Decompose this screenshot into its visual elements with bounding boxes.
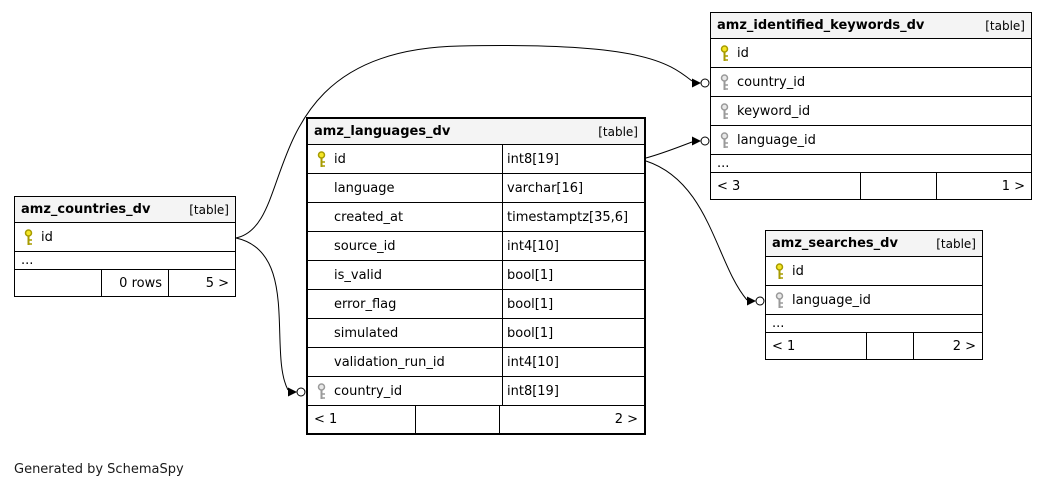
column-name: is_valid [334,267,383,283]
column-row[interactable]: is_valid bool[1] [308,261,644,290]
foreign-key-cell [308,382,334,400]
table-type-tag: [table] [936,236,976,251]
foreign-key-cell [711,73,737,91]
table-type-tag: [table] [985,18,1025,33]
column-row[interactable]: id [15,223,235,252]
footer-parents-count [15,270,102,296]
table-footer: < 1 2 > [308,406,644,433]
column-row[interactable]: language_id [766,286,982,315]
footer-parents-count: < 1 [766,333,867,359]
column-name: id [792,263,804,279]
footer-parents-count: < 1 [308,406,416,433]
hidden-columns-ellipsis: ... [711,155,1031,173]
column-row[interactable]: language_id [711,126,1031,155]
column-row[interactable]: simulated bool[1] [308,319,644,348]
column-type: int4[10] [502,348,644,376]
column-row[interactable]: id [766,257,982,286]
column-row[interactable]: language varchar[16] [308,174,644,203]
hidden-columns-ellipsis: ... [15,252,235,270]
foreign-key-icon [720,102,728,119]
footer-rows-count [861,173,937,199]
relationship-edge-countries-languages [235,237,306,397]
foreign-key-icon [720,73,728,90]
column-type: bool[1] [502,261,644,289]
footer-rows-count [867,333,914,359]
entity-amz-countries-dv[interactable]: amz_countries_dv [table] id...0 rows 5 > [14,196,236,297]
column-name: id [334,151,346,167]
column-row[interactable]: id [711,39,1031,68]
column-row[interactable]: validation_run_id int4[10] [308,348,644,377]
table-footer: < 3 1 > [711,173,1031,199]
entity-amz-identified-keywords-dv[interactable]: amz_identified_keywords_dv [table] id count… [710,12,1032,200]
generator-note: Generated by SchemaSpy [14,462,184,477]
column-type: int4[10] [502,232,644,260]
column-row[interactable]: country_id [711,68,1031,97]
column-name: id [737,45,749,61]
footer-rows-count [416,406,500,433]
column-name: source_id [334,238,396,254]
column-row[interactable]: id int8[19] [308,145,644,174]
primary-key-icon [775,262,783,279]
column-type: bool[1] [502,290,644,318]
column-name: country_id [334,383,403,399]
table-name: amz_countries_dv [21,202,151,217]
column-name: keyword_id [737,103,811,119]
column-row[interactable]: source_id int4[10] [308,232,644,261]
table-header[interactable]: amz_countries_dv [table] [15,197,235,223]
foreign-key-cell [766,291,792,309]
column-name: language [334,180,395,196]
foreign-key-cell [711,131,737,149]
footer-children-count: 5 > [205,275,229,291]
relationship-edge-languages-keywords [645,136,710,159]
column-row[interactable]: keyword_id [711,97,1031,126]
primary-key-icon [24,228,32,245]
column-name: id [41,229,53,245]
primary-key-cell [711,44,737,62]
foreign-key-icon [775,291,783,308]
primary-key-icon [317,150,325,167]
footer-children-count: 1 > [1001,178,1025,194]
table-header[interactable]: amz_searches_dv [table] [766,231,982,257]
table-type-tag: [table] [598,124,638,139]
column-name: simulated [334,325,399,341]
column-name: language_id [792,292,871,308]
column-type: varchar[16] [502,174,644,202]
table-name: amz_searches_dv [772,236,898,251]
footer-parents-count: < 3 [711,173,861,199]
table-header[interactable]: amz_languages_dv [table] [308,119,644,145]
column-type: bool[1] [502,319,644,347]
primary-key-icon [720,44,728,61]
column-name: created_at [334,209,404,225]
column-row[interactable]: country_id int8[19] [308,377,644,406]
table-footer: 0 rows 5 > [15,270,235,296]
foreign-key-icon [720,131,728,148]
footer-children-count: 2 > [614,412,638,427]
footer-children-count: 2 > [952,338,976,354]
column-name: language_id [737,132,816,148]
column-row[interactable]: created_at timestamptz[35,6] [308,203,644,232]
table-name: amz_languages_dv [314,124,451,139]
column-name: country_id [737,74,806,90]
column-type: int8[19] [502,377,644,405]
primary-key-cell [766,262,792,280]
hidden-columns-ellipsis: ... [766,315,982,333]
primary-key-cell [15,228,41,246]
foreign-key-icon [317,382,325,399]
table-name: amz_identified_keywords_dv [717,18,925,33]
column-type: timestamptz[35,6] [502,203,644,231]
table-footer: < 1 2 > [766,333,982,359]
column-type: int8[19] [502,145,644,173]
table-header[interactable]: amz_identified_keywords_dv [table] [711,13,1031,39]
primary-key-cell [308,150,334,168]
entity-amz-searches-dv[interactable]: amz_searches_dv [table] id language_id...< … [765,230,983,360]
column-name: error_flag [334,296,397,312]
footer-rows-count: 0 rows [102,270,169,296]
column-name: validation_run_id [334,354,445,370]
table-type-tag: [table] [189,202,229,217]
column-row[interactable]: error_flag bool[1] [308,290,644,319]
foreign-key-cell [711,102,737,120]
